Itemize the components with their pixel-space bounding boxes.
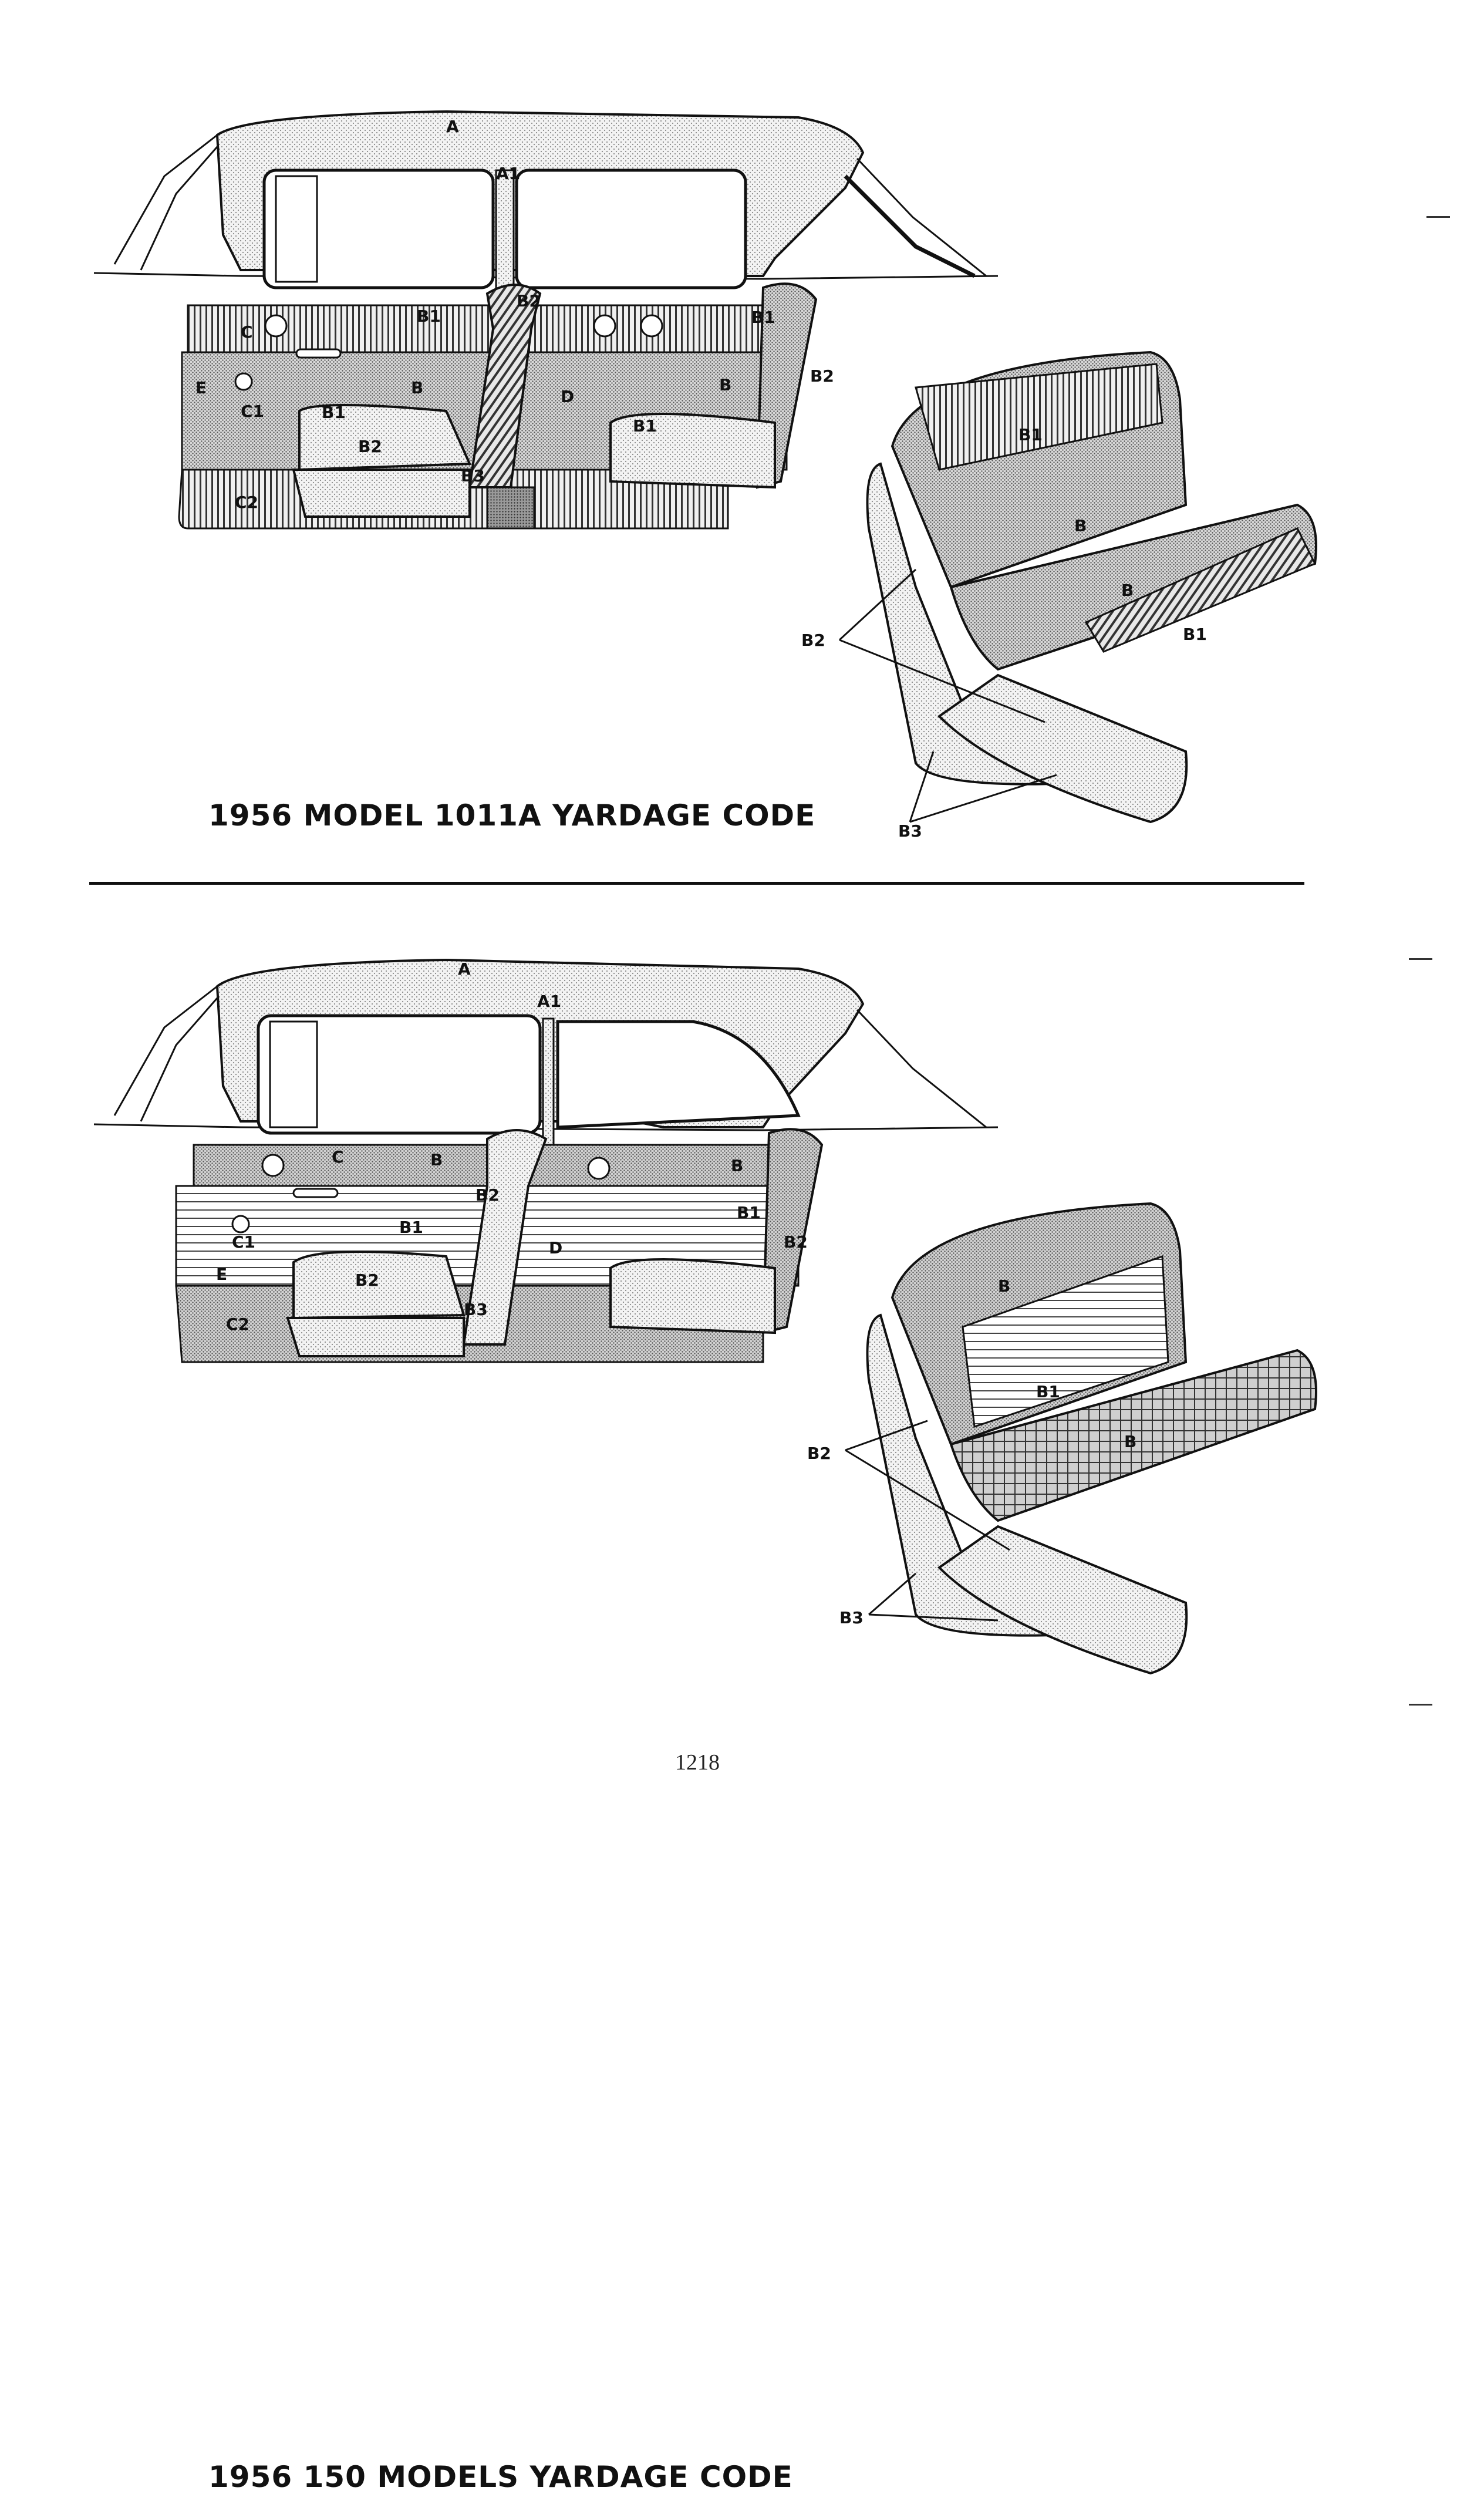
label-rear-insert: B1: [737, 1203, 761, 1222]
rear-seat-cushion: [609, 413, 776, 489]
label-roof: A: [458, 959, 471, 979]
front-window: [262, 168, 495, 289]
window-crank-knob: [261, 1154, 285, 1177]
rear-window: [515, 168, 747, 289]
lock-knob: [231, 1215, 250, 1233]
lock-knob: [234, 372, 253, 391]
front-window-vent: [269, 1020, 318, 1128]
front-window: [257, 1014, 542, 1135]
rear-seat-cushion: [609, 1258, 776, 1334]
label-pillar: A1: [496, 164, 520, 183]
label-bench-base: B3: [839, 1608, 864, 1627]
b3-leader-arrows: [868, 1572, 999, 1622]
margin-mark: [1409, 958, 1432, 960]
top-diagram-svg: A A1 C C1 C2 E B1 B B1 B2 B2 B3 D B1 B B…: [93, 110, 1317, 841]
rear-crank-knob: [593, 314, 616, 338]
section-divider: [89, 882, 1304, 885]
label-front-top: B2: [517, 291, 541, 311]
top-yardage-diagram: A A1 C C1 C2 E B1 B B1 B2 B2 B3 D B1 B B…: [0, 0, 1484, 869]
rear-pillar: [856, 157, 987, 277]
top-caption: 1956 MODEL 1011A YARDAGE CODE: [208, 798, 816, 833]
margin-mark: [1409, 1704, 1432, 1706]
label-seat-back-panel: D: [561, 387, 574, 406]
bench-back-insert: [962, 1255, 1169, 1428]
bench-cushion: [949, 1349, 1317, 1522]
window-crank-knob: [264, 314, 288, 338]
label-armrest: C1: [241, 402, 264, 421]
label-rear-border: B2: [784, 1232, 808, 1252]
label-bench-back: B: [998, 1276, 1010, 1296]
label-lower: C2: [235, 493, 258, 512]
label-edge: E: [195, 378, 207, 397]
center-pillar-a1: [495, 169, 515, 306]
label-rear-center: B: [719, 375, 731, 395]
label-bench-cushion: B: [1124, 1432, 1136, 1451]
label-rear-center: B: [731, 1156, 743, 1175]
rear-window-frame: [844, 174, 976, 278]
label-rear-cushion-border: B1: [633, 416, 657, 436]
label-front-cushion: B2: [355, 1270, 379, 1290]
door-handle: [292, 1188, 339, 1198]
bench-back-insert: [915, 363, 1163, 471]
bench-cushion-insert: [1084, 527, 1317, 653]
label-bench-back-insert: B1: [1018, 425, 1043, 444]
label-armrest: C1: [232, 1232, 255, 1252]
label-front-base: B3: [461, 466, 485, 486]
b2-leader-arrows: [845, 1420, 1010, 1551]
bench-cushion: [949, 503, 1317, 671]
label-front-top: B2: [475, 1185, 500, 1205]
bottom-caption: 1956 150 MODELS YARDAGE CODE: [208, 2460, 793, 2494]
seat-back-panel: [486, 486, 535, 530]
label-front-center: B: [430, 1150, 443, 1170]
rear-handle-knob: [640, 314, 663, 338]
label-front-center: B: [411, 378, 423, 397]
label-front-base: B3: [464, 1300, 488, 1319]
bottom-yardage-diagram: A A1 C C1 C2 E B B2 B1 B2 B3 D B B1 B2 B…: [0, 881, 1484, 2494]
label-front-cushion: B2: [358, 437, 382, 456]
label-door-upper: C: [332, 1147, 344, 1167]
front-seat-base: [292, 469, 471, 518]
front-seat-cushion: [292, 1251, 466, 1320]
bottom-diagram-svg: A A1 C C1 C2 E B B2 B1 B2 B3 D B B1 B2 B…: [93, 958, 1317, 1675]
door-handle: [295, 348, 342, 359]
label-seat-back-panel: D: [549, 1238, 562, 1258]
label-rear-insert: B1: [751, 308, 775, 327]
label-bench-border: B2: [807, 1444, 831, 1463]
label-pillar: A1: [537, 992, 561, 1011]
rear-crank-knob: [587, 1157, 611, 1180]
label-bench-back: B: [1074, 516, 1087, 535]
front-pillar: [113, 985, 218, 1122]
front-pillar: [113, 134, 218, 271]
front-window-vent: [275, 175, 318, 283]
label-bench-cushion-insert: B1: [1183, 625, 1207, 644]
bench-base: [937, 1525, 1188, 1675]
b3-leader-arrows: [909, 751, 1057, 823]
label-bench-base: B3: [898, 821, 922, 841]
rear-window: [556, 1020, 801, 1129]
label-front-cushion-border: B1: [322, 403, 346, 422]
label-rear-border: B2: [810, 366, 834, 386]
label-front-insert: B1: [399, 1218, 423, 1237]
b2-leader-arrows: [838, 568, 1045, 723]
bench-base: [937, 673, 1188, 824]
label-bench-border: B2: [801, 631, 825, 650]
label-bench-cushion: B: [1121, 581, 1134, 600]
label-lower: C2: [226, 1315, 249, 1334]
label-front-insert: B1: [417, 306, 441, 326]
label-bench-back-insert: B1: [1036, 1382, 1060, 1401]
front-seat-base: [286, 1317, 465, 1357]
rear-seat-back: [761, 1128, 824, 1334]
label-edge: E: [216, 1265, 227, 1284]
label-roof: A: [446, 117, 459, 136]
rear-pillar: [856, 1009, 987, 1128]
front-seat-cushion: [298, 404, 472, 471]
front-seat-back: [462, 1129, 548, 1346]
margin-mark: [1426, 216, 1450, 218]
label-door-upper: C: [241, 322, 253, 342]
page-number: 1218: [675, 1750, 720, 1775]
